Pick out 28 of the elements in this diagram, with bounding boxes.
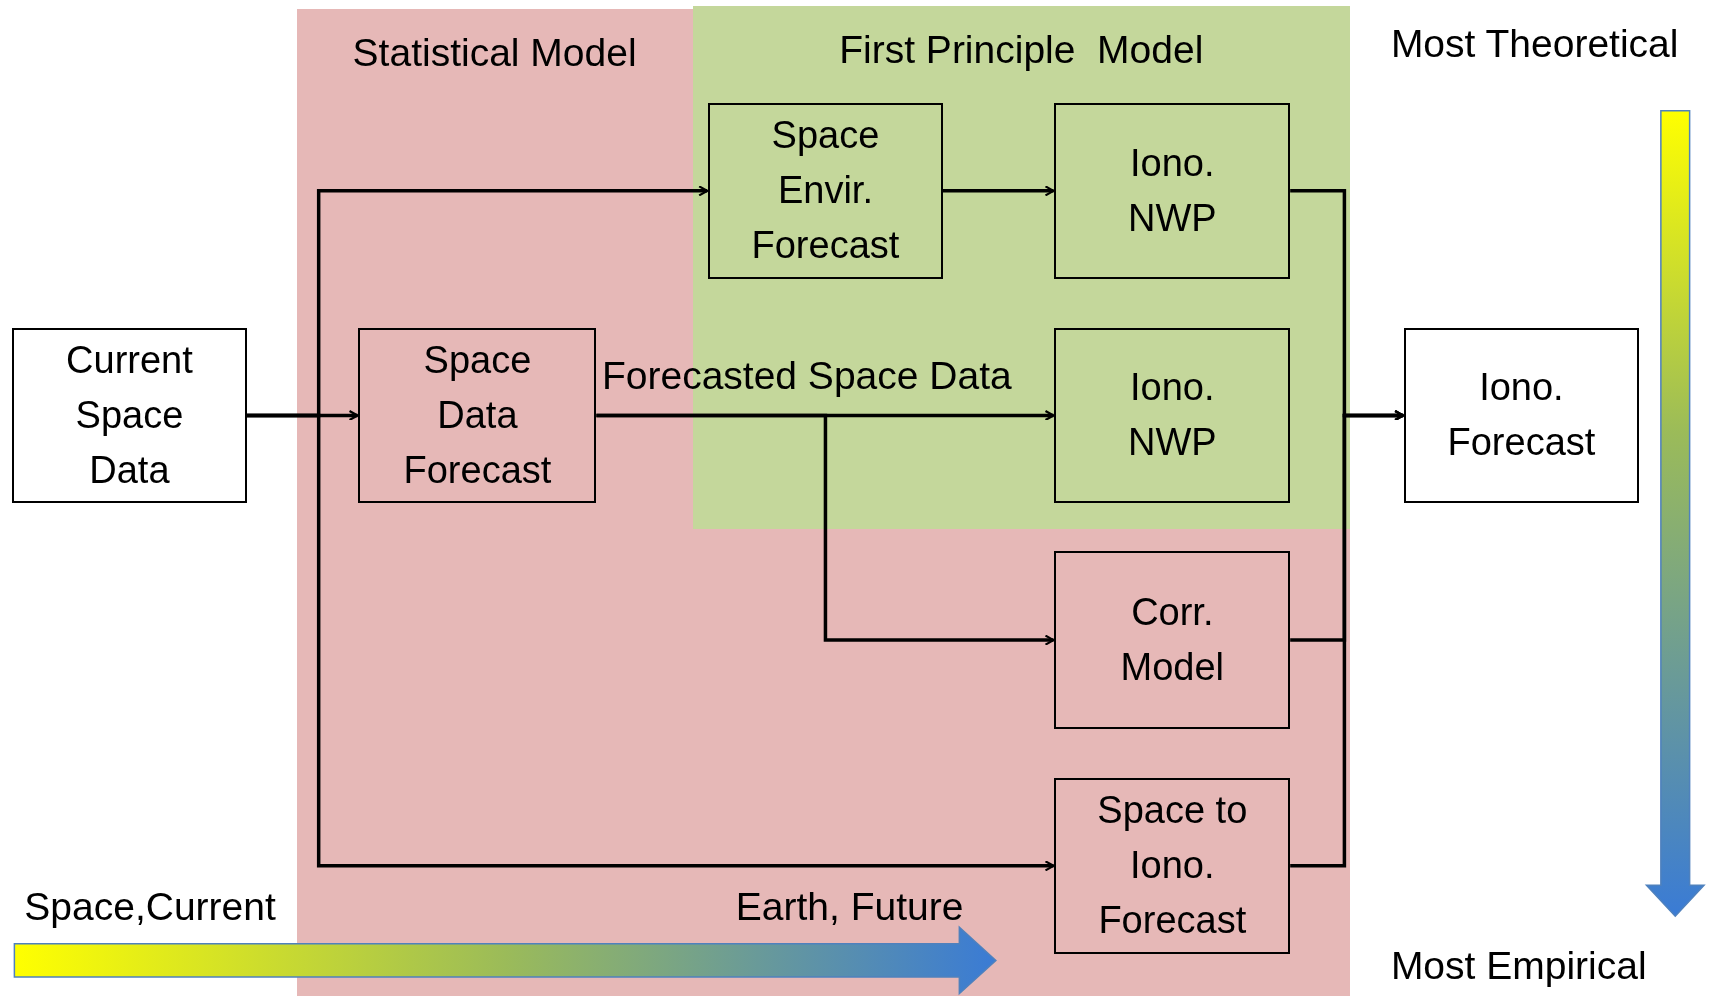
box-text: Space to Iono. Forecast	[1096, 788, 1249, 944]
process-box	[1054, 327, 1291, 504]
box-text: Current Space Data	[65, 338, 194, 493]
box-text: Iono. NWP	[1126, 365, 1218, 466]
region-heading: First Principle Model	[838, 27, 1205, 72]
axis-label: Earth, Future	[735, 885, 964, 930]
process-box	[358, 327, 597, 504]
process-box	[1054, 551, 1291, 730]
process-box	[1054, 777, 1291, 954]
box-text: Space Data Forecast	[402, 338, 553, 493]
edge-label: Forecasted Space Data	[601, 354, 1012, 399]
data-box	[12, 327, 247, 504]
box-text: Iono. Forecast	[1446, 365, 1597, 466]
model-region	[296, 8, 1350, 996]
axis-label: Most Theoretical	[1390, 22, 1679, 67]
arrow	[596, 413, 1055, 646]
axis-label: Most Empirical	[1390, 943, 1647, 988]
region-heading: Statistical Model	[351, 30, 638, 75]
arrow	[1290, 409, 1405, 868]
process-box	[708, 102, 943, 279]
box-text: Corr. Model	[1119, 590, 1226, 691]
box-text: Iono. NWP	[1126, 140, 1218, 241]
axis-label: Space,Current	[24, 885, 276, 930]
output-box	[1404, 327, 1639, 504]
arrow	[246, 413, 1055, 872]
arrow	[942, 185, 1055, 197]
box-text: Space Envir. Forecast	[750, 113, 901, 269]
process-box	[1054, 102, 1291, 279]
